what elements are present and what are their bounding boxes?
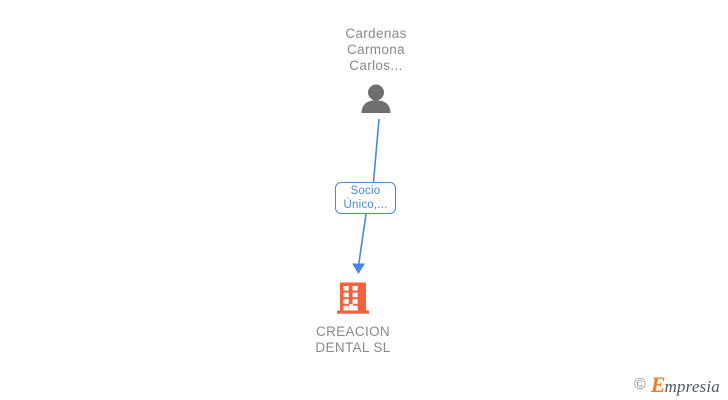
building-icon	[337, 282, 369, 314]
shareholder-label: Cardenas Carmona Carlos...	[345, 26, 407, 74]
watermark: © E mpresia	[634, 374, 720, 396]
relation-label: Socio Único,...	[343, 185, 388, 211]
down-arrowhead-icon	[352, 263, 365, 274]
connector-person-to-relation	[372, 118, 380, 183]
relation-badge-socio-unico[interactable]: Socio Único,...	[335, 182, 396, 214]
empresia-logo-text: mpresia	[664, 377, 720, 396]
node-company[interactable]: CREACION DENTAL SL	[273, 280, 433, 356]
empresia-logo: E mpresia	[651, 374, 720, 396]
node-shareholder[interactable]: Cardenas Carmona Carlos...	[296, 26, 456, 113]
empresia-logo-initial: E	[650, 372, 666, 397]
copyright-icon: ©	[633, 376, 646, 393]
company-label: CREACION DENTAL SL	[315, 324, 391, 356]
connector-relation-to-company	[357, 213, 367, 267]
person-icon	[361, 84, 391, 113]
shareholder-icon-wrap	[296, 83, 456, 113]
company-icon-wrap	[273, 280, 433, 314]
